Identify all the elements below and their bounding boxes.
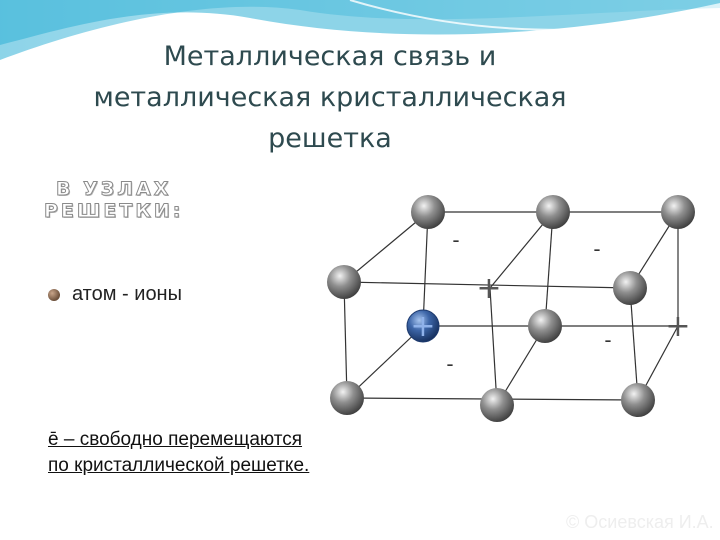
electron-minus-sign: - — [446, 352, 453, 376]
highlight-ion — [406, 309, 440, 343]
lattice-edge — [422, 211, 429, 327]
bullet-icon — [48, 288, 60, 301]
atom-ion — [480, 388, 514, 422]
lattice-edge — [343, 211, 429, 283]
title-line-1: Металлическая связь и — [163, 41, 497, 72]
lattice-edge — [346, 325, 424, 399]
subhead-line-1: В УЗЛАХ — [55, 178, 172, 201]
ion-plus-sign: + — [665, 309, 690, 344]
electron-minus-sign: - — [593, 237, 600, 261]
electron-minus-sign: - — [604, 328, 611, 352]
ion-plus-sign: + — [410, 309, 435, 344]
atom-ion — [528, 309, 562, 343]
lattice-nodes-heading: В УЗЛАХ РЕШЕТКИ: — [43, 178, 184, 223]
electron-minus-sign: - — [452, 228, 459, 252]
title-line-2: металлическая кристаллическая — [93, 82, 567, 113]
copyright-watermark: © Осиевская И.А. — [566, 512, 714, 532]
atom-ion — [661, 195, 695, 229]
note-line-1: ē – свободно перемещаются — [48, 429, 303, 450]
atom-ion — [621, 383, 655, 417]
lattice-edge — [544, 211, 554, 327]
bullet-text: атом - ионы — [72, 283, 182, 305]
electron-note: ē – свободно перемещаются по кристалличе… — [48, 427, 309, 479]
lattice-edge — [343, 281, 348, 399]
lattice-edge — [343, 281, 631, 289]
note-line-2: по кристаллической решетке. — [48, 455, 310, 476]
slide-title: Металлическая связь и металлическая крис… — [30, 36, 630, 159]
lattice-edge — [629, 287, 639, 401]
atom-ion — [327, 265, 361, 299]
lattice-edge — [489, 287, 498, 406]
atom-ion — [330, 381, 364, 415]
atom-ion — [536, 195, 570, 229]
atom-ion — [411, 195, 445, 229]
title-line-3: решетка — [268, 123, 392, 154]
subhead-line-2: РЕШЕТКИ: — [43, 200, 184, 223]
ion-plus-sign: + — [476, 271, 501, 306]
bullet-item: атом - ионы — [48, 283, 182, 306]
atom-ion — [613, 271, 647, 305]
